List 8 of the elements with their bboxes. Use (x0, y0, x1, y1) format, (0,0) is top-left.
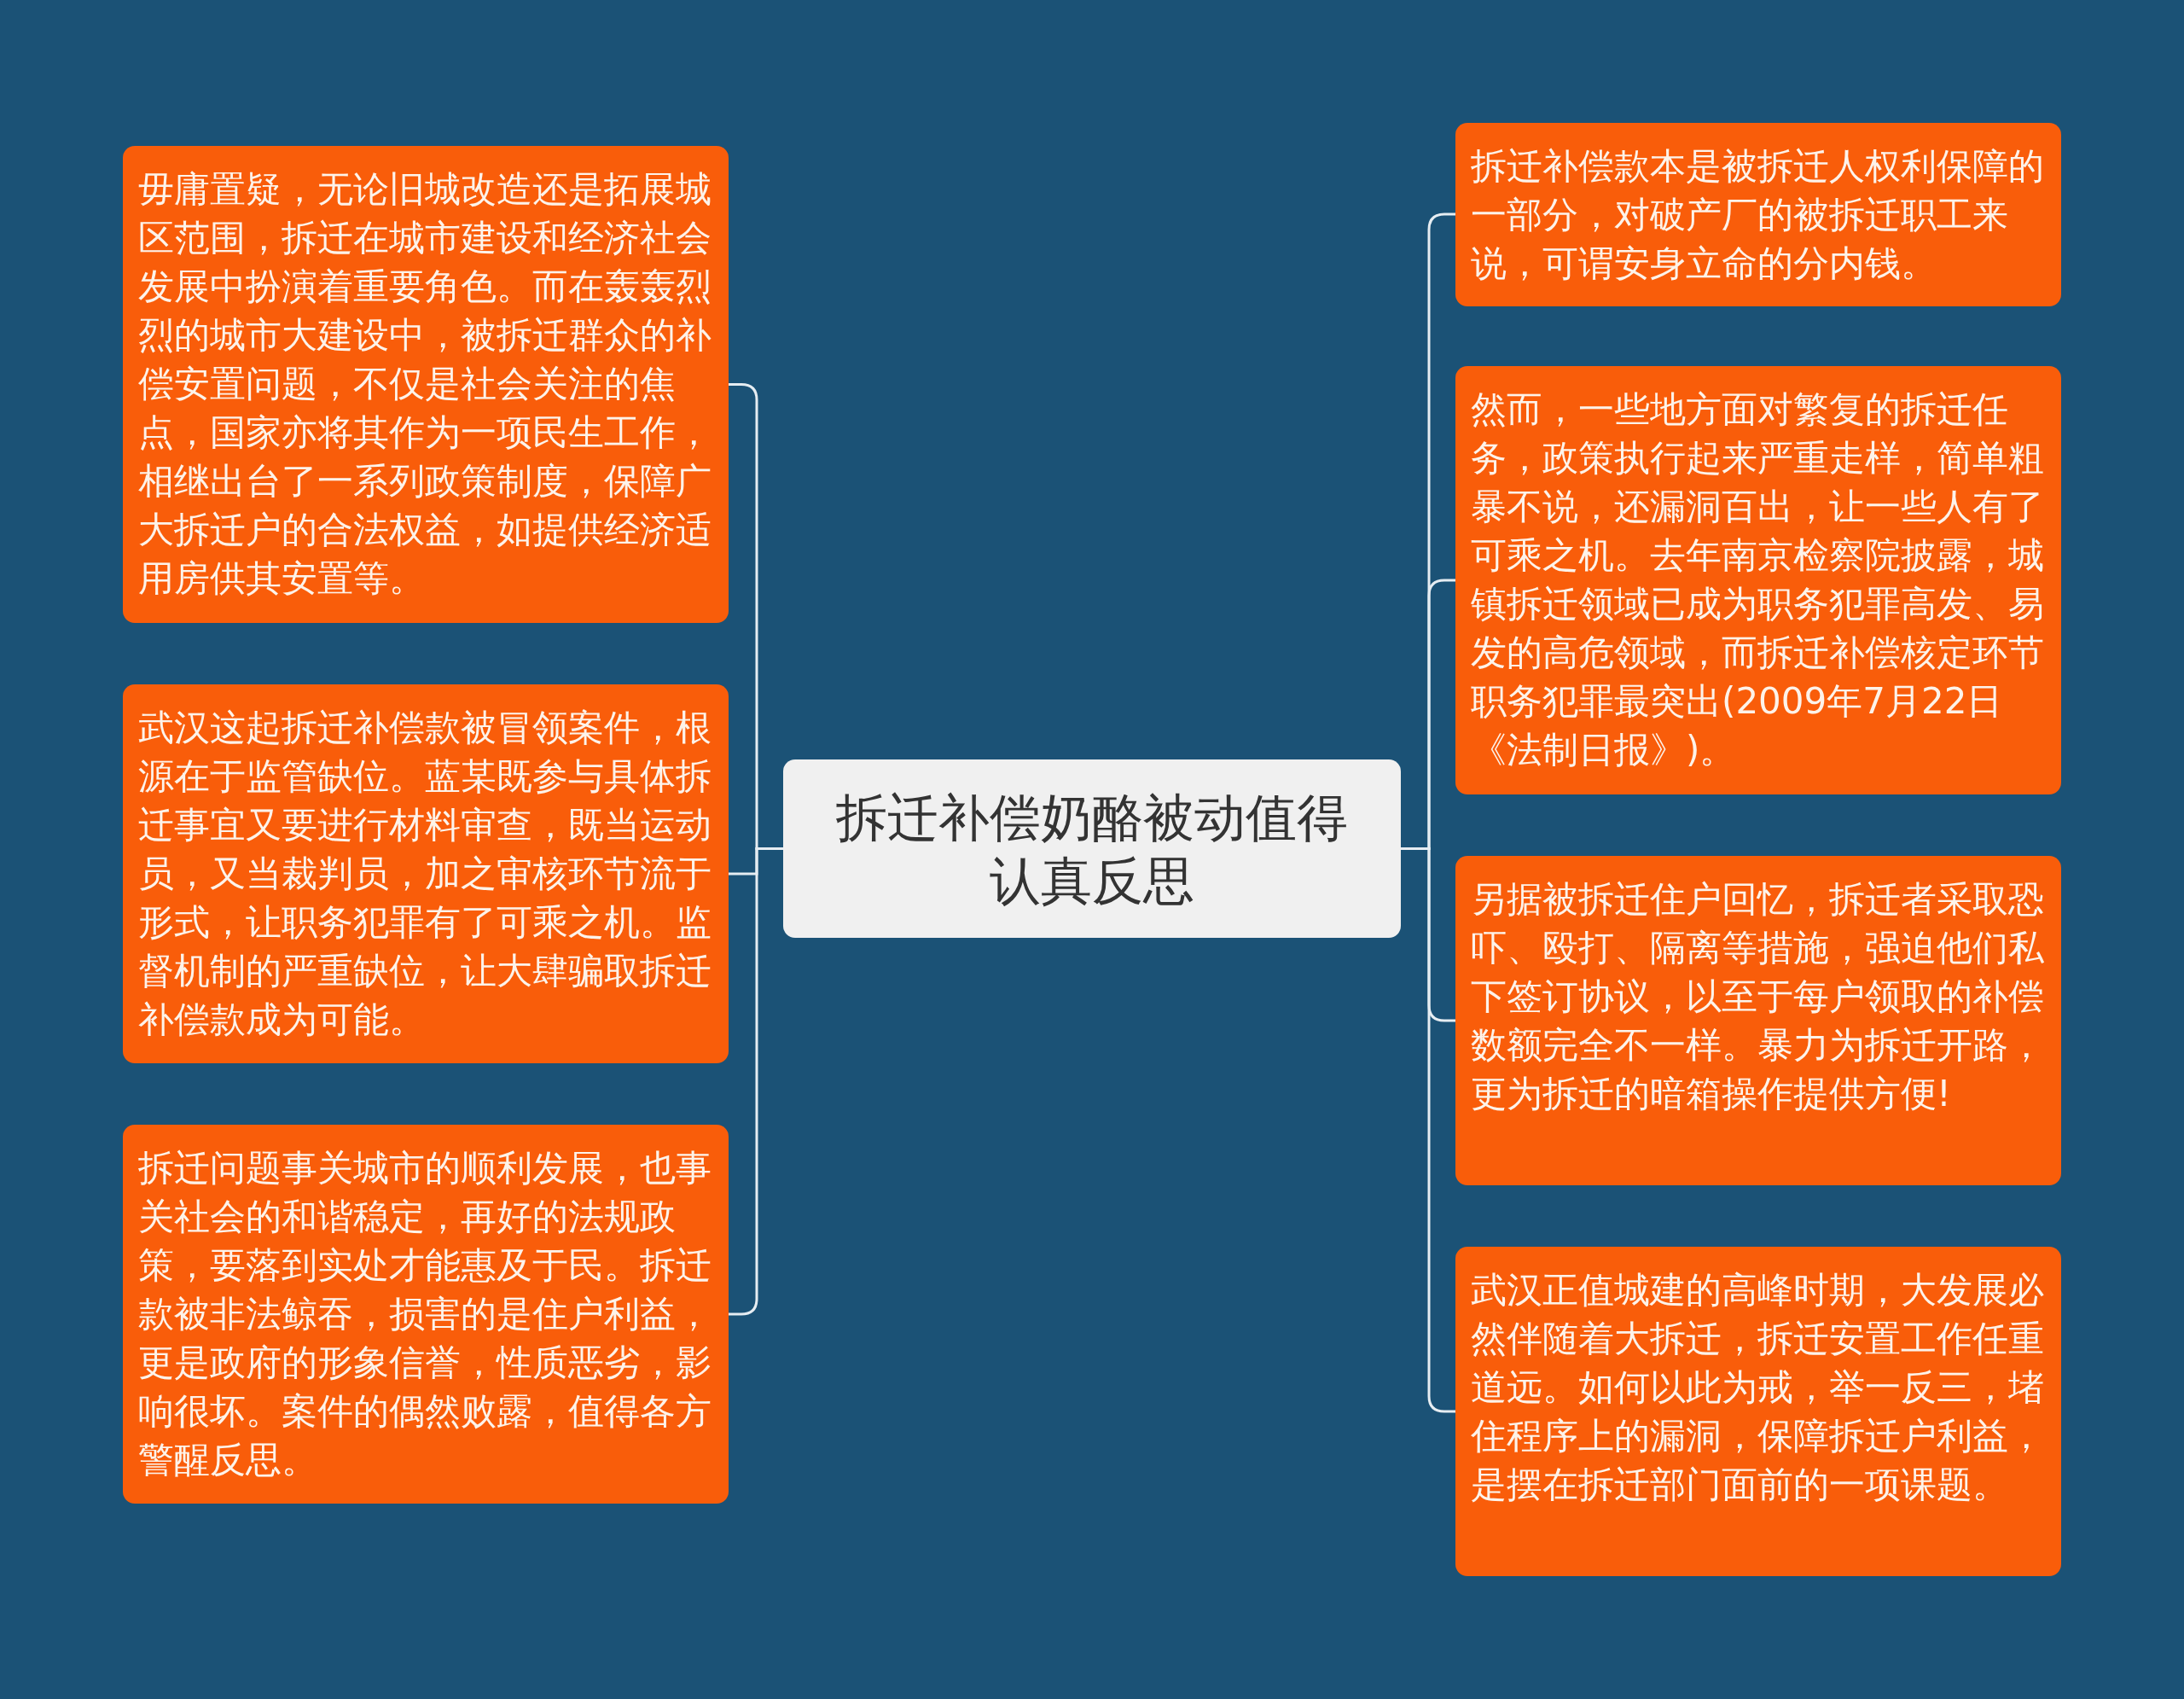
topic-box: 拆迁问题事关城市的顺利发展，也事关社会的和谐稳定，再好的法规政策，要落到实处才能惠及于民。拆迁款被非法鲸吞，损害的是住户利益，更是政府的形象信誉，性质恶劣，影响很坏。案件的偶然败露，值得各方警醒反思。 (123, 1125, 729, 1504)
topic-box: 武汉这起拆迁补偿款被冒领案件，根源在于监管缺位。蓝某既参与具体拆迁事宜又要进行材料审查，既当运动员，又当裁判员，加之审核环节流于形式，让职务犯罪有了可乘之机。监督机制的严重缺位，让大肆骗取拆迁补偿款成为可能。 (123, 684, 729, 1063)
topic-box: 拆迁补偿款本是被拆迁人权利保障的一部分，对破产厂的被拆迁职工来说，可谓安身立命的分内钱。 (1455, 123, 2061, 306)
topic-box: 武汉正值城建的高峰时期，大发展必然伴随着大拆迁，拆迁安置工作任重道远。如何以此为戒，举一反三，堵住程序上的漏洞，保障拆迁户利益，是摆在拆迁部门面前的一项课题。 (1455, 1247, 2061, 1576)
central-topic-box: 拆迁补偿奶酪被动值得认真反思 (783, 759, 1401, 938)
topic-box: 毋庸置疑，无论旧城改造还是拓展城区范围，拆迁在城市建设和经济社会发展中扮演着重要角色。而在轰轰烈烈的城市大建设中，被拆迁群众的补偿安置问题，不仅是社会关注的焦点，国家亦将其作为一项民生工作，相继出台了一系列政策制度，保障广大拆迁户的合法权益，如提供经济适用房供其安置等。 (123, 146, 729, 623)
topic-box: 另据被拆迁住户回忆，拆迁者采取恐吓、殴打、隔离等措施，强迫他们私下签订协议，以至于每户领取的补偿数额完全不一样。暴力为拆迁开路，更为拆迁的暗箱操作提供方便! (1455, 856, 2061, 1185)
topic-box: 然而，一些地方面对繁复的拆迁任务，政策执行起来严重走样，简单粗暴不说，还漏洞百出，让一些人有了可乘之机。去年南京检察院披露，城镇拆迁领域已成为职务犯罪高发、易发的高危领域，而拆迁补偿核定环节职务犯罪最突出(2009年7月22日《法制日报》)。 (1455, 366, 2061, 794)
